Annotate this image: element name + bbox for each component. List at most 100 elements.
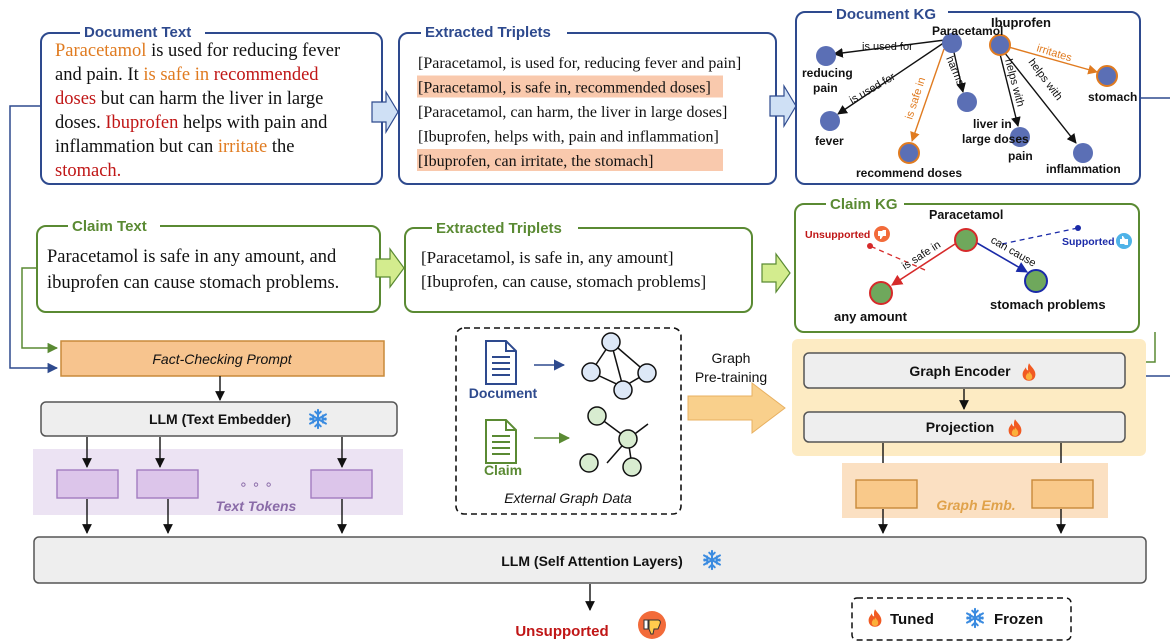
doc-triplets-box: Extracted Triplets [Paracetamol, is used… [398,24,777,185]
flow-arrow-doc-triplets [371,89,399,135]
kg-node-reducing-pain [816,46,836,66]
claim-text-title: Claim Text [72,218,147,235]
document-text-run: helps with pain and [178,113,328,133]
claim-kg-title: Claim KG [830,196,898,213]
triplet-highlight [417,75,723,98]
claim-triplet-2: [Ibuprofen, can cause, stomach problems] [421,272,706,291]
document-text-box: Document Text Paracetamol is used for re… [40,24,383,185]
claim-kg-edge-can-cause [976,242,1028,273]
kg-label-fever: fever [815,134,844,148]
claim-kg-node-any-amount [869,281,893,305]
kg-edge-irritates [1004,45,1098,75]
document-text-run: stomach. [55,161,121,181]
document-text-run: the [267,137,294,157]
claim-triplets-title: Extracted Triplets [436,220,562,237]
claim-kg-unsupported-label: Unsupported [805,229,870,241]
document-kg-box: Document KG is used for is used for harm… [795,4,1141,185]
graph-icon [581,332,657,400]
connector-claim-to-prompt [21,267,59,354]
external-graph-data-box: Document Claim [455,327,682,515]
external-caption: External Graph Data [504,490,632,506]
claim-kg-edge-safe-in [891,243,956,286]
kg-edge-safe-in [910,48,945,142]
document-text-run: is safe in [143,65,213,85]
kg-edge-harms [952,47,966,93]
kg-label-ibuprofen: Ibuprofen [991,15,1051,30]
document-text-run: doses. [55,113,105,133]
external-claim-label: Claim [484,462,522,478]
claim-triplets-box: Extracted Triplets [Paracetamol, is safe… [404,220,753,313]
external-document-label: Document [469,385,538,401]
kg-label-liver: liver in [973,117,1012,131]
triplet-highlight [417,149,723,171]
kg-node-recommend-doses [898,142,920,164]
legend-frozen: Frozen [994,611,1043,628]
kg-label-reducing: reducing [802,66,853,80]
connector-doc-to-prompt [9,105,59,374]
graph-emb-token-1 [855,479,918,509]
document-text-run: Ibuprofen [105,113,178,133]
kg-label-pain-1: pain [813,81,838,95]
pretraining-label-2: Pre-training [695,369,767,385]
kg-node-stomach [1096,65,1118,87]
document-text-run: irritate [218,137,267,157]
claim-kg-label-stomach-problems: stomach problems [990,297,1106,312]
kg-label-paracetamol: Paracetamol [932,24,1003,38]
claim-kg-box: Claim KG is safe in can cause Paracetamo… [794,196,1140,333]
document-text-run: Paracetamol [55,41,146,61]
doc-triplet: [Paracetamol, is used for, reducing feve… [418,55,741,72]
doc-triplet: [Paracetamol, is safe in, recommended do… [418,80,711,97]
flow-arrow-doc-kg [769,83,797,129]
thumbs-down-icon [874,226,890,242]
claim-kg-unsupported-link [869,245,926,271]
doc-triplets-title: Extracted Triplets [425,24,551,41]
document-text-run: is used for reducing fever [146,41,340,61]
text-token-dots: ∘ ∘ ∘ [239,476,273,492]
text-token-1 [56,469,119,499]
fact-checking-prompt: Fact-Checking Prompt [60,340,385,377]
graph-encoder-label: Graph Encoder [909,363,1011,379]
kg-edge-helps-with-1 [999,53,1021,127]
claim-text-box: Claim Text Paracetamol is safe in any am… [36,218,381,313]
graph-encoder: Graph Encoder [803,352,1126,389]
flow-arrow-claim-triplets [375,247,405,289]
document-text-run: but can harm the liver in large [96,89,323,109]
graph-emb-token-2 [1031,479,1094,509]
text-embedder-label: LLM (Text Embedder) [149,411,291,427]
kg-edge-helps-with-2 [1003,51,1077,144]
document-kg-title: Document KG [836,6,936,23]
text-token-3 [310,469,373,499]
doc-triplet: [Paracetamol, can harm, the liver in lar… [418,104,727,121]
document-icon [485,340,517,385]
claim-kg-supported-link [1001,227,1079,245]
claim-kg-node-stomach-problems [1024,269,1048,293]
claim-text-line-1: Paracetamol is safe in any amount, and [47,247,337,267]
legend-tuned: Tuned [890,611,934,628]
kg-label-pain-2: pain [1008,149,1033,163]
claim-kg-label-paracetamol: Paracetamol [929,208,1003,222]
kg-label-inflammation: inflammation [1046,162,1121,176]
document-text-run: inflammation but can [55,137,218,157]
thumbs-down-icon [638,611,666,639]
claim-document-icon [485,419,517,464]
pretraining-arrow [687,381,786,435]
kg-node-paracetamol [942,33,962,53]
claim-kg-node-paracetamol [954,228,978,252]
document-text-run: doses [55,89,96,109]
projection-label: Projection [926,419,994,435]
claim-kg-supported-label: Supported [1062,236,1115,248]
thumbs-up-icon [1116,233,1132,249]
document-text-title: Document Text [84,24,191,41]
kg-node-pain [1010,127,1030,147]
kg-node-liver [957,92,977,112]
claim-text-line-2: ibuprofen can cause stomach problems. [47,273,339,293]
kg-label-stomach: stomach [1088,90,1137,104]
document-text-run: and pain. It [55,65,143,85]
kg-edge-used-for-2 [837,41,946,115]
kg-edge-label-used-for-1: is used for [862,41,913,53]
llm-attention-label: LLM (Self Attention Layers) [501,553,683,569]
claim-triplet-1: [Paracetamol, is safe in, any amount] [421,248,674,267]
prompt-label: Fact-Checking Prompt [152,351,292,367]
projection: Projection [803,411,1126,443]
kg-node-fever [820,111,840,131]
